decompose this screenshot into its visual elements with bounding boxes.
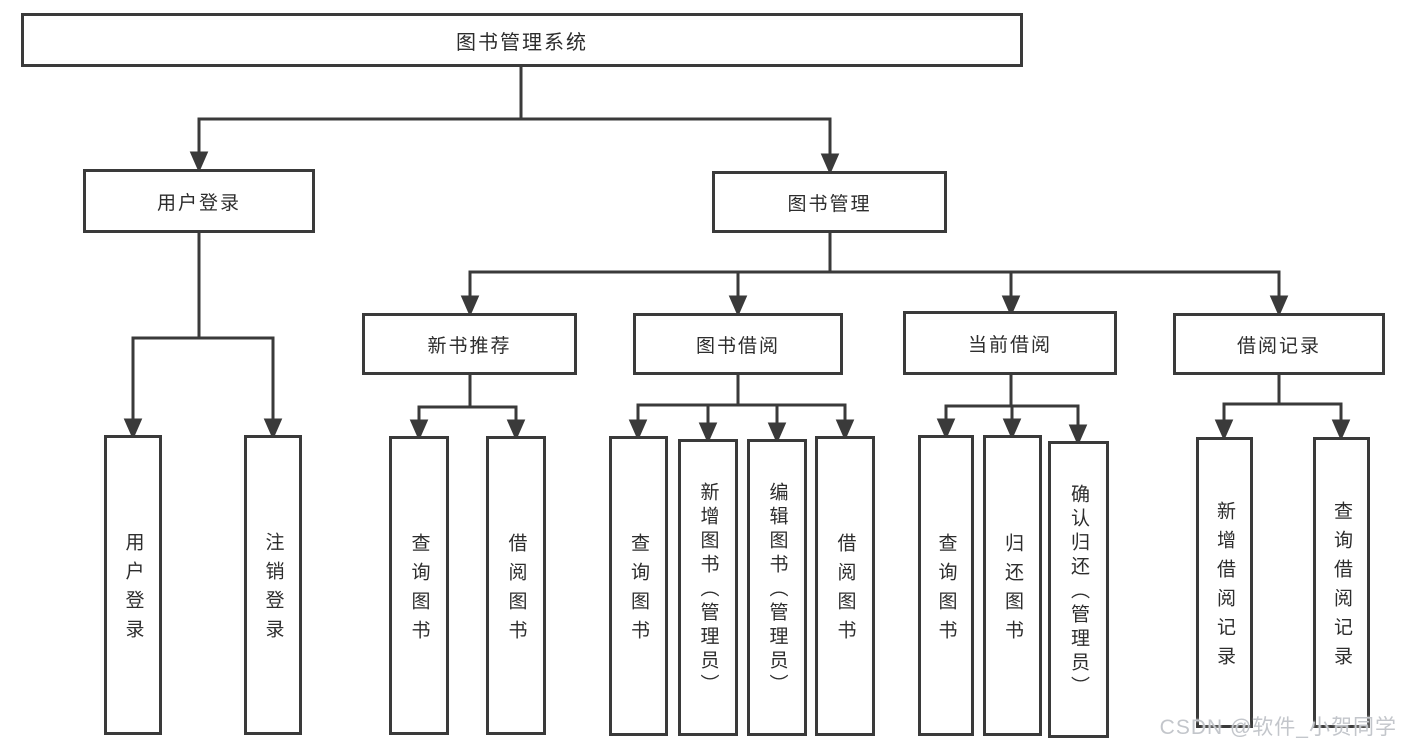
arrow-down-icon: [409, 419, 429, 441]
arrow-down-icon: [1002, 418, 1022, 440]
node-new-books: 新书推荐: [362, 313, 577, 375]
arrow-down-icon: [1068, 424, 1088, 446]
arrow-down-icon: [1331, 419, 1351, 441]
arrow-down-icon: [1269, 295, 1289, 317]
borrowing-connector: [628, 373, 855, 444]
arrow-down-icon: [820, 153, 840, 175]
node-current-borrow: 当前借阅: [903, 311, 1117, 375]
leaf-logout: 注销登录: [244, 435, 302, 735]
user-login-connector: [123, 231, 283, 440]
leaf-borrowing-borrow: 借阅图书: [815, 436, 875, 736]
arrow-down-icon: [460, 295, 480, 317]
leaf-current-query: 查询图书: [918, 435, 974, 736]
arrow-down-icon: [1001, 295, 1021, 317]
arrow-down-icon: [263, 418, 283, 440]
leaf-newbooks-query: 查询图书: [389, 436, 449, 735]
leaf-records-query: 查询借阅记录: [1313, 437, 1370, 728]
node-root: 图书管理系统: [21, 13, 1023, 67]
arrow-down-icon: [1214, 419, 1234, 441]
leaf-newbooks-borrow: 借阅图书: [486, 436, 546, 735]
csdn-watermark: CSDN @软件_小贺同学: [1159, 716, 1397, 739]
leaf-current-return: 归还图书: [983, 435, 1042, 736]
arrow-down-icon: [189, 151, 209, 173]
leaf-user-login: 用户登录: [104, 435, 162, 735]
new-books-connector: [409, 373, 526, 441]
leaf-borrowing-query: 查询图书: [609, 436, 668, 736]
arrow-down-icon: [767, 422, 787, 444]
arrow-down-icon: [728, 295, 748, 317]
records-connector: [1214, 373, 1351, 441]
arrow-down-icon: [698, 422, 718, 444]
arrow-down-icon: [506, 419, 526, 441]
book-mgmt-connector: [460, 231, 1289, 317]
leaf-current-confirm: 确认归还（管理员）: [1048, 441, 1109, 738]
leaf-borrowing-edit: 编辑图书（管理员）: [747, 439, 807, 736]
node-user-login: 用户登录: [83, 169, 315, 233]
root-to-level2-connector: [189, 64, 840, 175]
arrow-down-icon: [628, 419, 648, 441]
node-borrowing: 图书借阅: [633, 313, 843, 375]
arrow-down-icon: [835, 419, 855, 441]
node-book-mgmt: 图书管理: [712, 171, 947, 233]
arrow-down-icon: [936, 418, 956, 440]
node-records: 借阅记录: [1173, 313, 1385, 375]
arrow-down-icon: [123, 418, 143, 440]
leaf-borrowing-add: 新增图书（管理员）: [678, 439, 738, 736]
current-borrow-connector: [936, 373, 1088, 446]
leaf-records-add: 新增借阅记录: [1196, 437, 1253, 728]
